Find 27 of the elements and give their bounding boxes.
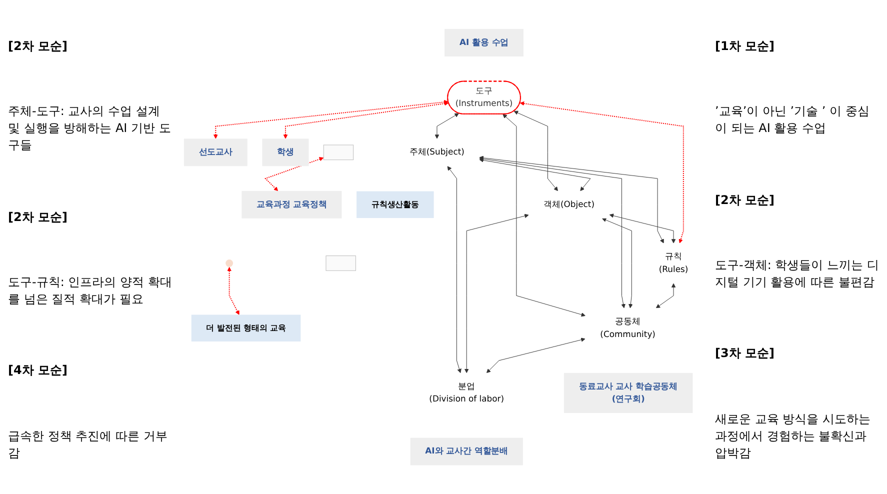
contradiction-heading: [2차 모순] — [8, 208, 68, 226]
contradiction-note: 주체-도구: 교사의 수업 설계 및 실행을 방해하는 AI 기반 도구들 — [8, 103, 172, 154]
node-text: 분업 (Division of labor) — [429, 381, 504, 404]
contradiction-heading: [1차 모순] — [715, 38, 776, 56]
node-text: 객체(Object) — [544, 199, 594, 210]
node-box: 선도교사 — [184, 138, 248, 166]
arrow — [283, 101, 449, 139]
contradiction-note: 새로운 교육 방식을 시도하는 과정에서 경험하는 불확신과 압박감 — [715, 410, 872, 462]
node-text: 규칙 (Rules) — [658, 251, 688, 274]
node-text: 주체(Subject) — [410, 146, 464, 157]
contradiction-heading: [4차 모순] — [8, 362, 68, 380]
contradiction-heading: [3차 모순] — [715, 345, 776, 362]
contradiction-note: 급속한 정책 추진에 따른 거부감 — [8, 428, 168, 462]
node-box — [323, 144, 354, 160]
contradiction-note: 도구-객체: 학생들이 느끼는 디지털 기기 활용에 따른 불편감 — [715, 257, 879, 292]
arrow — [227, 266, 240, 315]
contradiction-note: 도구-규칙: 인프라의 양적 확대를 넘은 질적 확대가 필요 — [8, 274, 172, 308]
contradiction-note: ’교육’이 아닌 ’기술 ’ 이 중심이 되는 AI 활용 수업 — [715, 103, 870, 138]
node-box: 학생 — [262, 138, 309, 166]
node-box — [326, 255, 356, 271]
node-text: 공동체 (Community) — [600, 316, 656, 339]
arrow — [264, 156, 324, 191]
node-circle — [226, 259, 234, 267]
node-box: 교육과정 교육정책 — [242, 190, 342, 218]
arrow — [213, 100, 448, 139]
contradiction-heading: [2차 모순] — [715, 192, 776, 209]
contradiction-heading: [2차 모순] — [8, 38, 68, 56]
